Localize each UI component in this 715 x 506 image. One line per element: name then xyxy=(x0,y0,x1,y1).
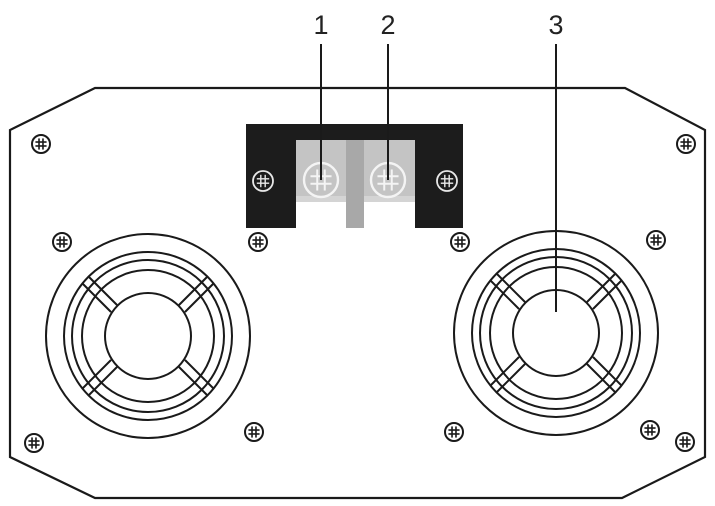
screw-icon xyxy=(52,232,72,252)
callout-number-2: 2 xyxy=(380,10,395,40)
fan-ring-outer xyxy=(45,233,251,439)
screw-icon xyxy=(640,420,660,440)
fan-ring xyxy=(81,269,215,403)
terminal-block xyxy=(246,124,463,228)
screw-icon xyxy=(24,433,44,453)
panel-screws xyxy=(24,134,696,453)
callout-number-3: 3 xyxy=(548,10,563,40)
housing-screw-icon xyxy=(436,170,458,192)
screw-icon xyxy=(675,432,695,452)
fan-right xyxy=(453,230,659,436)
fan-left xyxy=(45,233,251,439)
fan-ring xyxy=(63,251,233,421)
screw-icon xyxy=(244,422,264,442)
fan-guard-spokes xyxy=(489,272,623,394)
screw-icon xyxy=(248,232,268,252)
housing-screw-icon xyxy=(252,170,274,192)
screw-icon xyxy=(676,134,696,154)
callout-lines xyxy=(320,44,557,312)
terminal-right-plate-edge xyxy=(364,196,415,202)
terminal-block-top-bar xyxy=(246,124,463,140)
fan-ring xyxy=(71,259,225,413)
fan-guard-spokes xyxy=(81,275,215,397)
screw-icon xyxy=(444,422,464,442)
fan-hub xyxy=(104,292,192,380)
screw-icon xyxy=(646,230,666,250)
screw-icon xyxy=(450,232,470,252)
terminal-center-divider xyxy=(346,140,364,228)
terminal-left-plate-edge xyxy=(296,196,346,202)
screw-icon xyxy=(31,134,51,154)
panel-outline xyxy=(8,86,707,500)
callout-number-1: 1 xyxy=(313,10,328,40)
